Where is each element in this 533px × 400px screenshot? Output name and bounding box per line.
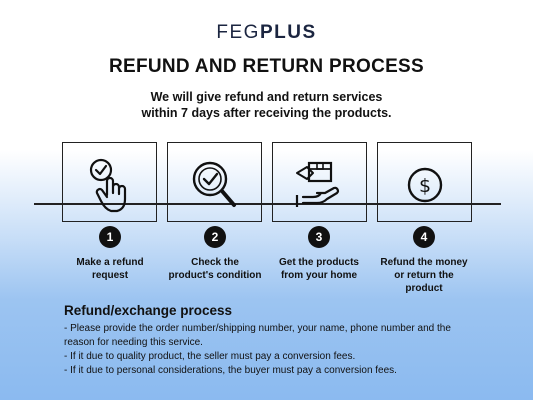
brand-logo-part2: PLUS: [259, 22, 317, 43]
step-3-box: [272, 142, 367, 222]
step-2-label: Check the product's condition: [160, 256, 270, 282]
step-3-label-line-1: Get the products: [278, 257, 359, 268]
process-list: - Please provide the order number/shippi…: [64, 322, 484, 378]
step-2-label-line-1: Check the: [191, 257, 239, 268]
process-line-3: - If it due to personal considerations, …: [64, 365, 397, 376]
brand-logo-part1: FEG: [216, 22, 260, 43]
page-subtitle: We will give refund and return services …: [0, 89, 533, 121]
step-1-label: Make a refund request: [55, 256, 165, 282]
step-4-label-line-1: Refund the money: [380, 257, 468, 268]
step-2-box: [167, 142, 262, 222]
process-line-2: - If it due to quality product, the sell…: [64, 351, 356, 362]
step-3-label: Get the products from your home: [264, 256, 374, 282]
step-1-label-line-1: Make a refund: [76, 257, 144, 268]
step-2-label-line-2: product's condition: [168, 270, 262, 281]
page-title: REFUND AND RETURN PROCESS: [108, 56, 425, 77]
step-4-label-line-2: or return the: [394, 270, 454, 281]
step-1-number: 1: [99, 226, 121, 248]
hand-box-pickup-icon: [295, 161, 339, 207]
subtitle-line-2: within 7 days after receiving the produc…: [141, 106, 392, 120]
magnifier-check-icon: [192, 161, 236, 207]
subtitle-line-1: We will give refund and return services: [150, 90, 383, 104]
hand-pointer-check-icon: [89, 158, 127, 213]
process-line-1: - Please provide the order number/shippi…: [64, 323, 451, 348]
step-4-box: $: [377, 142, 472, 222]
step-4-number: 4: [413, 226, 435, 248]
svg-text:$: $: [419, 175, 431, 197]
dollar-coin-icon: $: [407, 167, 443, 203]
process-title: Refund/exchange process: [64, 303, 233, 318]
step-2-number: 2: [204, 226, 226, 248]
brand-logo: FEGPLUS: [0, 22, 533, 44]
step-4-label: Refund the money or return the product: [369, 256, 479, 295]
steps-connector-line: [34, 203, 501, 205]
step-1-label-line-2: request: [91, 270, 129, 281]
step-1-box: [62, 142, 157, 222]
step-4-label-line-3: product: [405, 283, 443, 294]
step-3-label-line-2: from your home: [280, 270, 358, 281]
step-3-number: 3: [308, 226, 330, 248]
